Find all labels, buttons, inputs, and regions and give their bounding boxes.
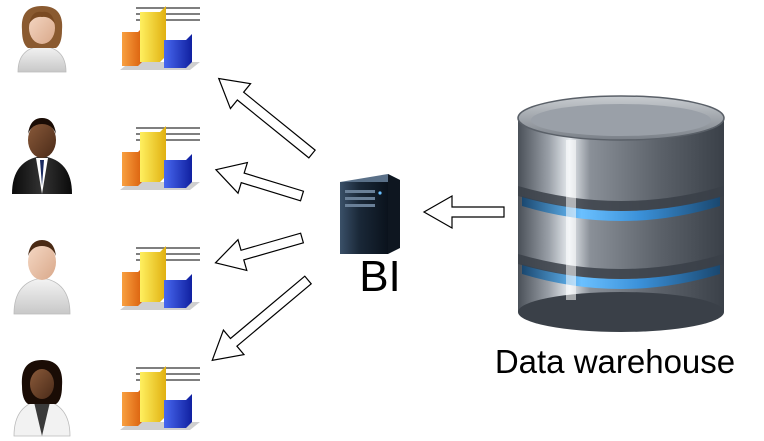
database-cylinder-icon <box>517 95 725 332</box>
user-man-icon <box>13 240 71 315</box>
server-tower-icon <box>340 174 400 254</box>
bar-chart-report-icon <box>120 366 200 430</box>
bar-chart-report-icon <box>120 6 200 70</box>
arrow-bi-to-report-2 <box>214 161 305 202</box>
bar-chart-report-icon <box>120 126 200 190</box>
bi-label: BI <box>359 252 401 301</box>
data-warehouse-label: Data warehouse <box>494 343 736 380</box>
arrow-bi-to-report-3 <box>214 232 305 272</box>
user-woman-dark-icon <box>13 360 71 437</box>
arrow-warehouse-to-bi <box>422 194 505 230</box>
user-woman-icon <box>17 6 67 73</box>
arrow-bi-to-report-4 <box>211 275 313 362</box>
user-businessman-icon <box>12 118 72 194</box>
bar-chart-report-icon <box>120 246 200 310</box>
arrow-bi-to-report-1 <box>217 77 316 159</box>
